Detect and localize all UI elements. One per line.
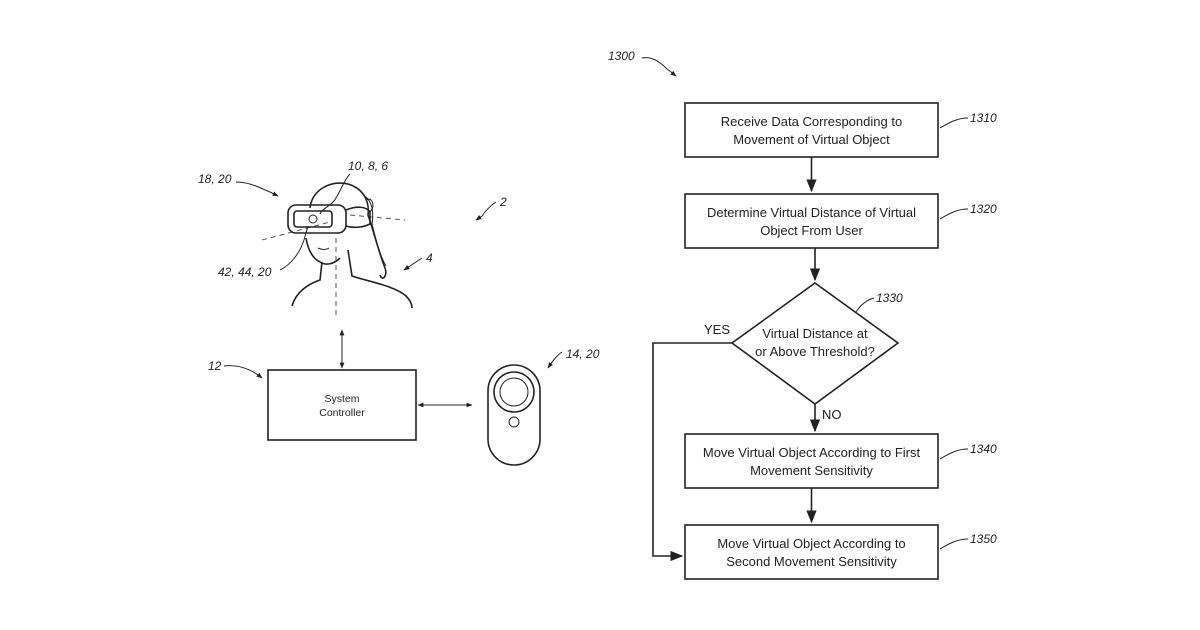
mouth — [318, 248, 329, 250]
ref-view: 18, 20 — [198, 172, 232, 186]
step-1350-line1: Move Virtual Object According to — [717, 536, 905, 551]
ref-handheld: 14, 20 — [566, 347, 600, 361]
sight-line-right — [350, 215, 405, 220]
leader-system — [476, 202, 496, 220]
handheld-button — [509, 417, 519, 427]
handheld-body — [488, 365, 540, 465]
leader-view — [236, 182, 278, 196]
decision-line2: or Above Threshold? — [755, 344, 875, 359]
neck-right-shoulder — [348, 250, 412, 308]
leader-1320 — [940, 209, 968, 219]
controller-rect — [268, 370, 416, 440]
leader-controller-box — [224, 366, 262, 378]
step-1310: Receive Data Corresponding to Movement o… — [685, 103, 938, 157]
sight-line-left — [262, 222, 330, 240]
ref-decision-1330: 1330 — [876, 291, 903, 305]
step-1320-line1: Determine Virtual Distance of Virtual — [707, 205, 916, 220]
user-illustration: 10, 8, 6 18, 20 2 4 42, 44, 20 — [198, 159, 507, 318]
step-1320-box — [685, 194, 938, 248]
decision-line1: Virtual Distance at — [762, 326, 868, 341]
step-1310-line2: Movement of Virtual Object — [733, 132, 890, 147]
yes-label: YES — [704, 322, 730, 337]
handheld-controller — [488, 365, 540, 465]
controller-label-line2: Controller — [319, 407, 365, 419]
step-1310-line1: Receive Data Corresponding to — [721, 114, 902, 129]
ref-user: 4 — [426, 251, 433, 265]
step-1320: Determine Virtual Distance of Virtual Ob… — [685, 194, 938, 248]
headset-sensor — [309, 215, 317, 223]
leader-flowchart — [642, 58, 676, 76]
step-1350-box — [685, 525, 938, 579]
ref-step-1340: 1340 — [970, 442, 997, 456]
flowchart-ref: 1300 — [608, 49, 635, 63]
no-label: NO — [822, 407, 842, 422]
headset-display — [294, 211, 332, 227]
ref-system: 2 — [499, 195, 507, 209]
ref-step-1310: 1310 — [970, 111, 997, 125]
decision-1330: Virtual Distance at or Above Threshold? — [732, 283, 898, 404]
step-1320-line2: Object From User — [760, 223, 863, 238]
ref-headset: 10, 8, 6 — [348, 159, 388, 173]
leader-headset — [320, 174, 350, 214]
headset — [288, 205, 370, 233]
leader-handheld — [548, 352, 562, 368]
headset-strap — [346, 207, 370, 227]
leader-1350 — [940, 539, 968, 549]
leader-1330 — [856, 298, 874, 312]
step-1340: Move Virtual Object According to First M… — [685, 434, 938, 488]
leader-1340 — [940, 449, 968, 459]
ref-step-1350: 1350 — [970, 532, 997, 546]
step-1310-box — [685, 103, 938, 157]
step-1340-line1: Move Virtual Object According to First — [703, 445, 921, 460]
step-1350-line2: Second Movement Sensitivity — [726, 554, 897, 569]
system-controller-box: System Controller — [268, 370, 416, 440]
face-outline — [306, 238, 340, 264]
ref-step-1320: 1320 — [970, 202, 997, 216]
ref-controller-box: 12 — [208, 359, 222, 373]
step-1340-box — [685, 434, 938, 488]
leader-1310 — [940, 118, 968, 128]
neck-left-shoulder — [292, 262, 322, 306]
leader-user — [404, 258, 422, 270]
controller-label-line1: System — [324, 393, 359, 405]
step-1350: Move Virtual Object According to Second … — [685, 525, 938, 579]
step-1340-line2: Movement Sensitivity — [750, 463, 873, 478]
handheld-touchpad — [500, 378, 528, 406]
ref-display: 42, 44, 20 — [218, 265, 272, 279]
